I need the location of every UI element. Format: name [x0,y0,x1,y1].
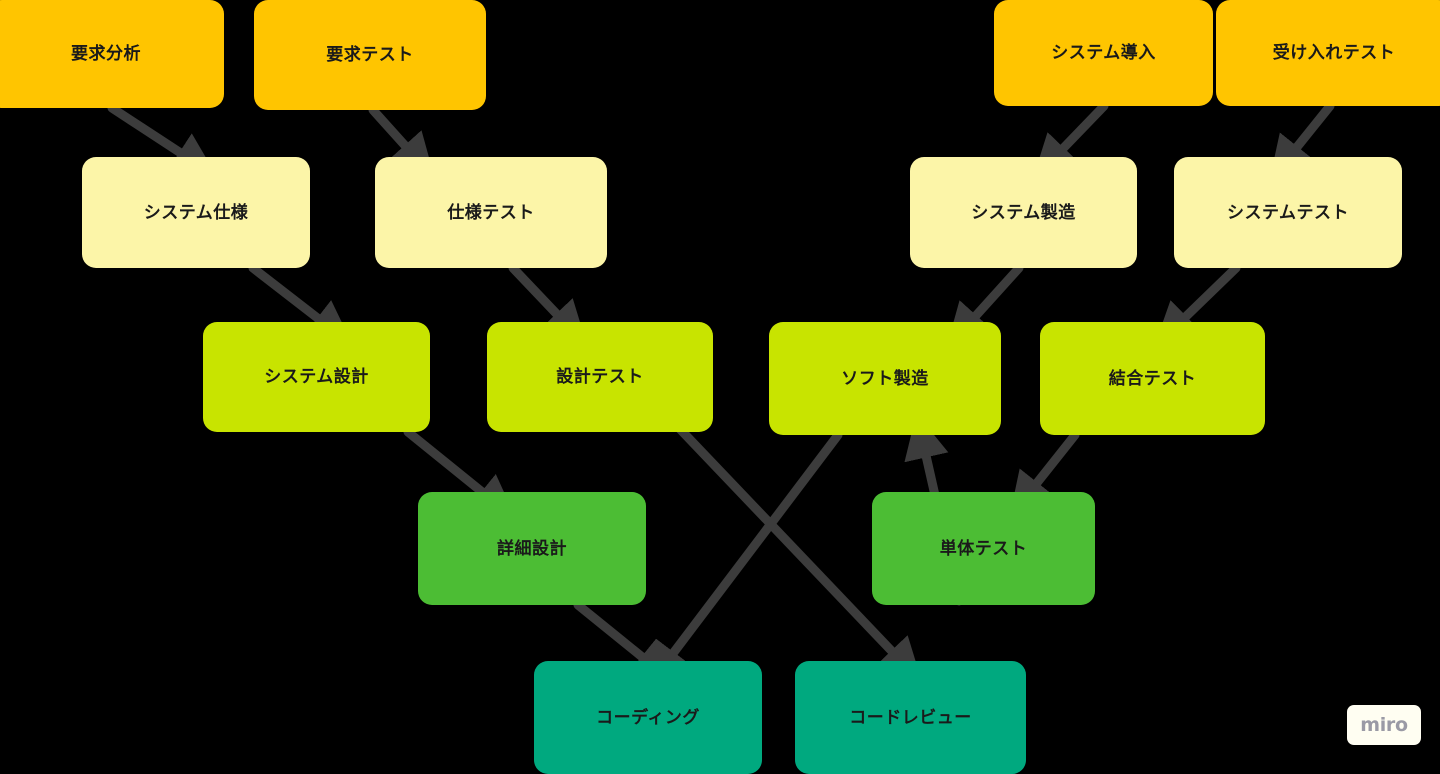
node-unit-test[interactable]: 単体テスト [872,492,1095,605]
node-specification-test[interactable]: 仕様テスト [375,157,607,268]
node-label: システムテスト [1227,202,1349,222]
node-label: 仕様テスト [447,202,535,222]
node-system-deployment[interactable]: システム導入 [994,0,1213,106]
node-design-test[interactable]: 設計テスト [487,322,713,432]
edge-system-manufact-to-soft[interactable] [946,263,1024,349]
node-integration-test[interactable]: 結合テスト [1040,322,1265,435]
node-label: システム製造 [971,202,1076,222]
node-system-manufacturing[interactable]: システム製造 [910,157,1137,268]
node-label: 結合テスト [1108,368,1197,388]
node-label: 要求分析 [71,44,141,64]
miro-logo-text: miro [1360,714,1408,736]
node-label: 受け入れテスト [1272,43,1396,63]
node-acceptance-test[interactable]: 受け入れテスト [1216,0,1440,106]
node-software-manufacturing[interactable]: ソフト製造 [769,322,1001,435]
miro-logo[interactable]: miro [1347,705,1421,745]
edge-detail-to-coding[interactable] [573,600,677,685]
edge-spec-test-to-design-test[interactable] [508,263,588,347]
node-label: 単体テスト [939,538,1028,558]
node-requirements-test[interactable]: 要求テスト [254,0,486,110]
edge-soft-manufacturing-to-coding[interactable] [646,430,843,689]
node-requirements-analysis[interactable]: 要求分析 [0,0,224,108]
edge-deployment-to-system-manufact[interactable] [1032,101,1109,181]
node-label: 設計テスト [556,367,644,387]
node-label: コーディング [596,707,700,727]
node-code-review[interactable]: コードレビュー [795,661,1026,774]
edge-req-analysis-to-system-spec[interactable] [107,103,218,177]
node-system-design[interactable]: システム設計 [203,322,430,432]
edge-req-test-to-spec-test[interactable] [368,105,435,179]
edge-integration-to-unit-test[interactable] [1009,430,1080,518]
node-detailed-design[interactable]: 詳細設計 [418,492,646,605]
node-label: コードレビュー [849,707,972,727]
edge-system-spec-to-system-design[interactable] [248,263,353,346]
node-coding[interactable]: コーディング [534,661,762,774]
node-label: システム導入 [1051,43,1156,63]
node-label: 詳細設計 [497,538,567,558]
node-label: システム設計 [264,367,369,387]
edge-system-test-to-integration[interactable] [1153,263,1241,348]
node-label: 要求テスト [326,45,414,65]
node-label: システム仕様 [143,202,249,222]
node-label: ソフト製造 [841,368,929,388]
edge-acceptance-to-system-test[interactable] [1269,101,1335,182]
node-system-specification[interactable]: システム仕様 [82,157,310,268]
node-system-test[interactable]: システムテスト [1174,157,1402,268]
